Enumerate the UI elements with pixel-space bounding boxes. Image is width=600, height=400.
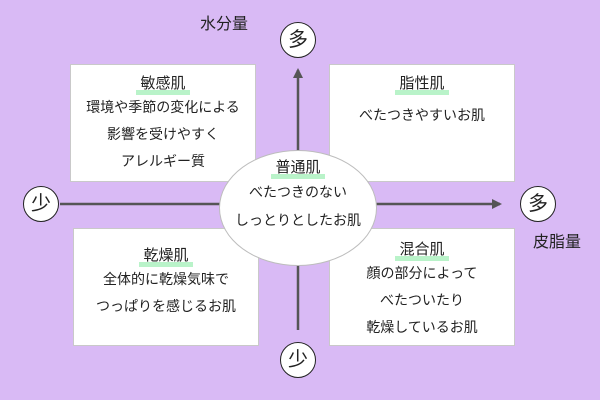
normal-skin-ellipse: 普通肌 べたつきのない しっとりとしたお肌 [219, 150, 377, 266]
sensitive-skin-line: 環境や季節の変化による [86, 100, 240, 116]
vertical-high-marker: 多 [280, 22, 316, 58]
combination-skin-box: 混合肌 顔の部分によって べたついたり 乾燥しているお肌 [329, 228, 515, 346]
vertical-low-marker: 少 [280, 342, 316, 378]
combination-skin-line: 顔の部分によって [366, 266, 478, 282]
horizontal-high-marker: 多 [520, 186, 556, 222]
dry-skin-line: つっぱりを感じるお肌 [96, 299, 236, 315]
vertical-axis-label: 水分量 [200, 14, 249, 33]
oily-skin-title: 脂性肌 [395, 73, 449, 95]
oily-skin-box: 脂性肌 べたつきやすいお肌 [329, 64, 515, 182]
dry-skin-title: 乾燥肌 [139, 245, 193, 267]
dry-skin-line: 全体的に乾燥気味で [103, 272, 229, 288]
dry-skin-box: 乾燥肌 全体的に乾燥気味で つっぱりを感じるお肌 [73, 228, 259, 346]
combination-skin-line: べたついたり [380, 293, 464, 309]
sensitive-skin-title: 敏感肌 [136, 73, 190, 95]
oily-skin-line: べたつきやすいお肌 [359, 108, 485, 124]
horizontal-low-marker: 少 [23, 186, 59, 222]
normal-skin-line: べたつきのない [249, 185, 347, 201]
sensitive-skin-box: 敏感肌 環境や季節の変化による 影響を受けやすく アレルギー質 [70, 64, 256, 182]
sensitive-skin-line: 影響を受けやすく [107, 127, 219, 143]
combination-skin-line: 乾燥しているお肌 [366, 320, 478, 336]
sensitive-skin-line: アレルギー質 [121, 154, 205, 170]
horizontal-axis-label: 皮脂量 [533, 232, 582, 251]
normal-skin-title: 普通肌 [271, 157, 325, 179]
normal-skin-line: しっとりとしたお肌 [235, 213, 361, 229]
combination-skin-title: 混合肌 [395, 239, 449, 261]
